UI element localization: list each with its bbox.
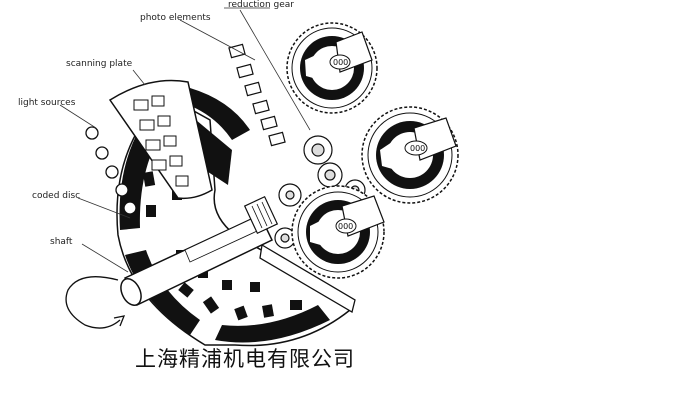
label-light-sources: light sources: [18, 98, 76, 108]
label-reduction-gear: reduction gear: [228, 0, 294, 10]
light-sources: [85, 126, 137, 215]
gear-reading-bottom: 000: [338, 222, 353, 231]
label-coded-disc: coded disc: [32, 191, 80, 201]
reduction-gear-top: 000: [286, 22, 378, 114]
label-scanning-plate: scanning plate: [66, 59, 133, 69]
gear-reading-right: 000: [410, 144, 425, 153]
scanning-plate: [108, 79, 213, 200]
lower-flange: [259, 243, 356, 314]
leader-lines: [59, 7, 311, 273]
label-shaft: shaft: [50, 237, 73, 247]
gear-reading-top: 000: [333, 58, 348, 67]
rotation-arrow-icon: [65, 276, 126, 329]
reduction-gear-right: 000: [361, 106, 459, 204]
reduction-gear-bottom: 000: [291, 185, 385, 279]
company-name: 上海精浦机电有限公司: [135, 347, 355, 371]
shaft: [120, 195, 279, 307]
photo-elements: [228, 43, 286, 147]
label-photo-elements: photo elements: [140, 13, 211, 23]
